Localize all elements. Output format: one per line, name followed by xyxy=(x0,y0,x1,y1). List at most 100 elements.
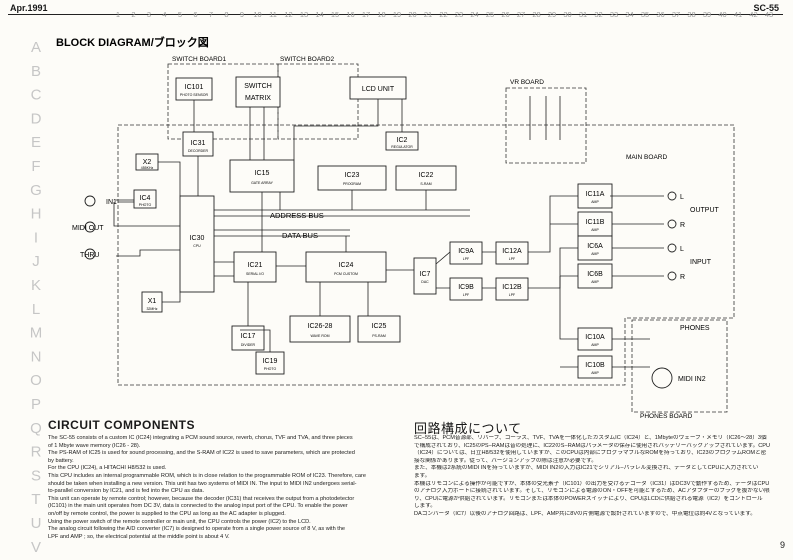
text-line: します。 xyxy=(414,503,436,510)
input-r-label: R xyxy=(680,274,685,281)
x2-label: X2 xyxy=(143,159,152,166)
japanese-section-title: 回路構成について xyxy=(414,421,522,436)
text-line: （IC24）については、日立H8/532を使用していますが、このCPUは内部にプ… xyxy=(414,450,767,457)
text-line: should be taken when installing a new ve… xyxy=(48,480,357,487)
column-number: 9 xyxy=(240,10,244,19)
data-bus-label: DATA BUS xyxy=(282,231,318,240)
ic25-block xyxy=(357,315,401,343)
column-number: 42 xyxy=(749,10,757,19)
ic23-block xyxy=(317,165,387,191)
row-letter: P xyxy=(31,396,41,413)
column-number: 2 xyxy=(131,10,135,19)
lcd-unit-label: LCD UNIT xyxy=(362,86,395,93)
row-letter: V xyxy=(31,539,41,556)
ic9a-block xyxy=(449,241,483,265)
ic6b-block xyxy=(577,263,613,289)
ic7-block xyxy=(413,257,437,295)
ic101-sub: PHOTO SENSOR xyxy=(180,93,209,97)
ic30-label: IC30 xyxy=(190,235,205,242)
input-l-jack xyxy=(667,243,677,253)
column-number: 8 xyxy=(224,10,228,19)
text-line: on/off by remote control, the power is s… xyxy=(48,510,286,517)
ic17-label: IC17 xyxy=(241,333,256,340)
ic2-label: IC2 xyxy=(397,137,408,144)
ic11b-sub: AMP xyxy=(591,228,599,232)
ic30-sub: CPU xyxy=(193,244,201,248)
output-l-label: L xyxy=(680,194,684,201)
ic12a-block xyxy=(495,241,529,265)
column-number: 11 xyxy=(269,10,277,19)
ic7-sub: DAC xyxy=(421,280,429,284)
text-line: For the CPU (IC24), a HITACHI H8/532 is … xyxy=(48,465,167,472)
ic10a-label: IC10A xyxy=(585,334,605,341)
column-number: 33 xyxy=(610,10,618,19)
ic25-label: IC25 xyxy=(372,323,387,330)
ic24-label: IC24 xyxy=(339,262,354,269)
row-letter: M xyxy=(30,325,43,342)
row-letter: Q xyxy=(30,420,42,437)
ic23-sub: PROGRAM xyxy=(343,182,361,186)
ic23-label: IC23 xyxy=(345,172,360,179)
output-l-jack xyxy=(667,191,677,201)
ic4-sub: PHOTO xyxy=(139,203,152,207)
row-letter: E xyxy=(31,134,41,151)
column-number: 30 xyxy=(563,10,571,19)
column-number: 34 xyxy=(625,10,633,19)
column-number: 41 xyxy=(734,10,742,19)
row-letter: S xyxy=(31,467,41,484)
phones-board-outline xyxy=(631,319,728,413)
x1-label: X1 xyxy=(148,298,157,305)
ic12b-label: IC12B xyxy=(502,284,522,291)
midi-out-label: MIDI OUT xyxy=(72,225,104,232)
column-number: 26 xyxy=(501,10,509,19)
column-number: 29 xyxy=(548,10,556,19)
row-letter: N xyxy=(31,348,42,365)
midi-in2-jack xyxy=(651,367,673,389)
column-number: 17 xyxy=(362,10,370,19)
row-letter: U xyxy=(31,515,42,532)
ic12b-block xyxy=(495,277,529,301)
row-letter: C xyxy=(31,87,42,104)
column-number: 7 xyxy=(209,10,213,19)
address-bus-lines xyxy=(214,209,470,217)
ic4-label: IC4 xyxy=(140,195,151,202)
column-number: 19 xyxy=(393,10,401,19)
column-number: 12 xyxy=(284,10,292,19)
ic21-sub: SERIAL I/O xyxy=(246,272,264,276)
column-number: 38 xyxy=(687,10,695,19)
row-letter: O xyxy=(30,372,42,389)
vr-board-outline xyxy=(505,87,587,164)
wiring xyxy=(113,96,664,368)
column-number: 6 xyxy=(193,10,197,19)
column-number: 5 xyxy=(178,10,182,19)
ic22-label: IC22 xyxy=(419,172,434,179)
text-line: のアナログ入力ポートに接続されています。そして、リモコンによる電源のON・OFF… xyxy=(414,488,770,495)
text-line: DAコンバータ（IC7）以後のアナログ回路は、LPF、AMP共に8Vの片側電源で… xyxy=(414,510,756,517)
ic4-block xyxy=(133,189,157,209)
ic9b-block xyxy=(449,277,483,301)
text-line: by battery. xyxy=(48,457,74,464)
row-letter: T xyxy=(31,491,40,508)
page-number: 9 xyxy=(779,540,785,550)
column-number: 16 xyxy=(346,10,354,19)
diagram-title: BLOCK DIAGRAM/ブロック図 xyxy=(56,35,209,49)
ic10a-sub: AMP xyxy=(591,343,599,347)
row-letter: G xyxy=(30,182,42,199)
column-number: 31 xyxy=(579,10,587,19)
ic24-sub: PCM CUSTOM xyxy=(334,272,358,276)
ic11a-label: IC11A xyxy=(586,191,605,198)
input-label: INPUT xyxy=(690,259,712,266)
text-line: 本機はリモコンによる操作が可能ですが、本体の受光素子（IC101）の出力を受ける… xyxy=(414,480,770,487)
text-line: Using the power switch of the remote con… xyxy=(48,518,311,525)
text-line: LPF and AMP ; so, the electrical potenti… xyxy=(48,533,230,540)
text-line: This CPU includes an internal programmab… xyxy=(48,472,366,479)
ic101-label: IC101 xyxy=(185,84,204,91)
column-number: 40 xyxy=(718,10,726,19)
ic10b-sub: AMP xyxy=(591,371,599,375)
ic19-sub: PHOTO xyxy=(264,367,277,371)
row-letter: L xyxy=(32,301,40,318)
ic19-label: IC19 xyxy=(263,358,278,365)
column-number: 20 xyxy=(408,10,416,19)
column-number: 10 xyxy=(253,10,261,19)
